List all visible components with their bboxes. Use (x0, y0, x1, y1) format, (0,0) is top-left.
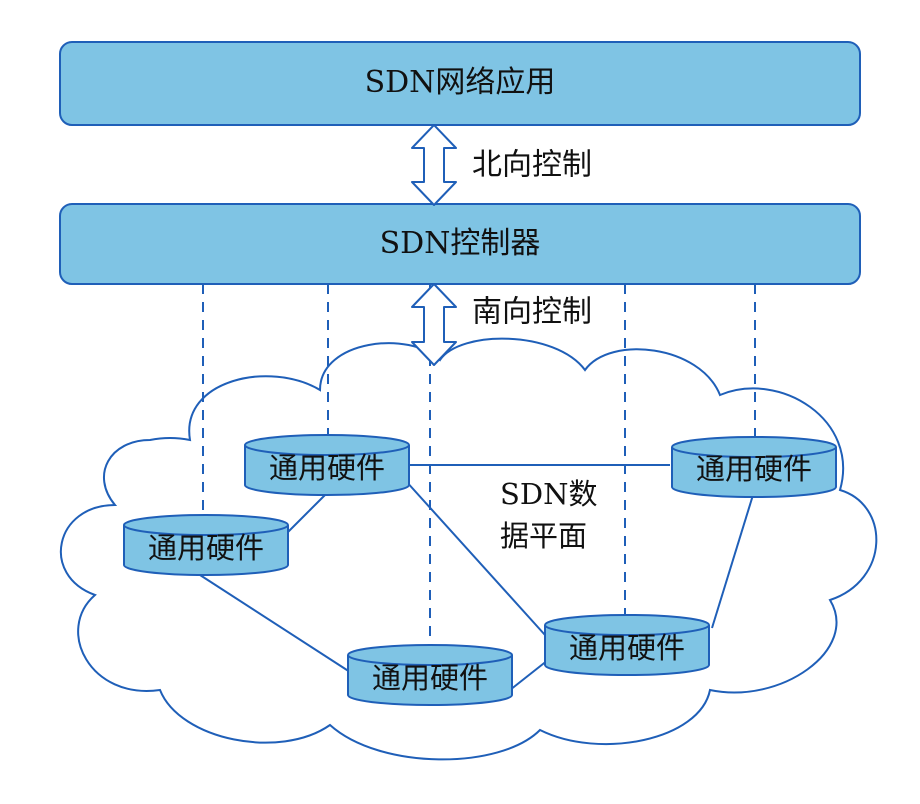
hardware-node-label: 通用硬件 (148, 531, 264, 565)
hardware-node: 通用硬件 (671, 436, 837, 498)
hardware-node-label: 通用硬件 (696, 452, 812, 486)
southbound-arrow-icon (411, 283, 457, 366)
link-a-e (404, 479, 546, 636)
northbound-label: 北向控制 (472, 148, 592, 183)
node-connections (199, 464, 754, 691)
application-layer-box (59, 41, 861, 126)
link-a-c (284, 494, 326, 536)
hardware-node: 通用硬件 (244, 434, 410, 496)
northbound-arrow-icon (411, 124, 457, 206)
data-plane-label-line1: SDN数 (500, 477, 598, 511)
controller-layer-label: SDN控制器 (380, 226, 541, 261)
hardware-node-label: 通用硬件 (569, 631, 685, 665)
hardware-node: 通用硬件 (123, 514, 289, 576)
hardware-node-label: 通用硬件 (269, 451, 385, 485)
hardware-node: 通用硬件 (347, 644, 513, 706)
link-d-e (509, 659, 549, 691)
data-plane-label-line2: 据平面 (500, 519, 587, 553)
hardware-node-label: 通用硬件 (372, 661, 488, 695)
controller-layer-box (59, 203, 861, 285)
hardware-node: 通用硬件 (544, 614, 710, 676)
link-c-d (199, 574, 351, 673)
southbound-label: 南向控制 (472, 295, 592, 330)
application-layer-label: SDN网络应用 (365, 65, 556, 100)
link-b-e (711, 494, 754, 629)
